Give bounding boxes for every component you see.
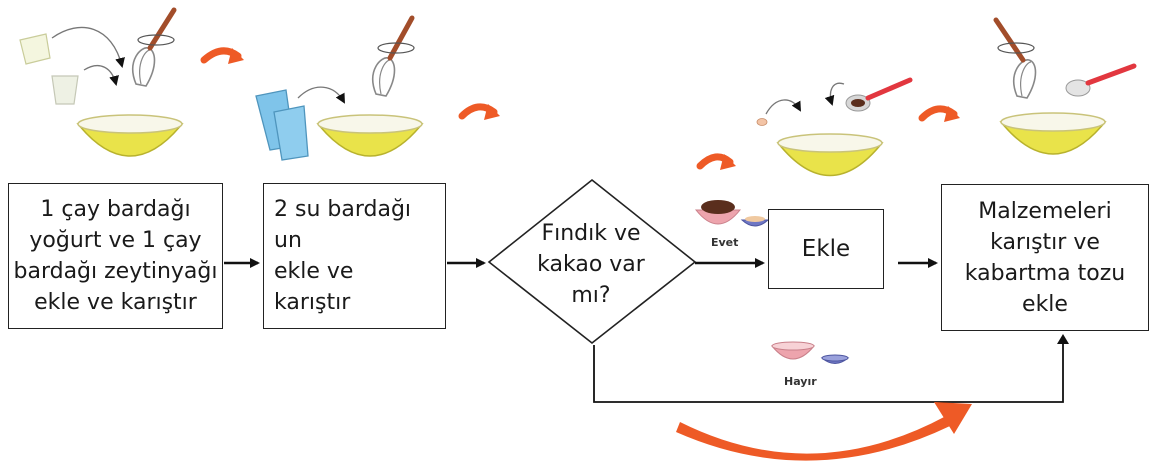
yes-label: Evet — [711, 236, 739, 249]
cocoa-bowl-icon — [694, 200, 742, 225]
empty-bowl-icon — [770, 341, 816, 360]
spoon-icon — [845, 77, 913, 112]
pour-arrow — [51, 26, 125, 68]
whisk-icon — [132, 7, 177, 87]
curved-orange-arrow-head — [228, 48, 244, 64]
big-orange-arrow-head — [934, 402, 972, 434]
whisk-icon — [993, 17, 1037, 99]
step-1-box: 1 çay bardağı yoğurt ve 1 çay bardağı ze… — [8, 183, 223, 329]
flow-arrow-no — [593, 339, 1064, 403]
curved-orange-arrow-head — [944, 106, 960, 122]
decision-label: Fındık ve kakao var mı? — [537, 221, 645, 308]
bowl-icon — [316, 114, 424, 157]
water-glass-icon — [255, 89, 309, 161]
nuts-bowl-icon — [740, 216, 770, 227]
curved-orange-arrow-head — [484, 104, 500, 120]
step-2-box: 2 su bardağı un ekle ve karıştır — [263, 183, 446, 329]
big-orange-arrow-icon — [676, 416, 950, 461]
decision-diamond — [487, 178, 697, 345]
whisk-icon — [372, 15, 415, 97]
pour-arrow — [824, 82, 845, 106]
add-box: Ekle — [768, 209, 884, 289]
curved-orange-arrow-head — [720, 154, 736, 170]
pour-arrow — [297, 86, 345, 104]
yogurt-cup-icon — [19, 33, 79, 105]
spoon-icon — [1065, 63, 1137, 97]
bowl-icon — [776, 133, 884, 177]
final-step-box: Malzemeleri karıştır ve kabartma tozu ek… — [941, 184, 1149, 331]
empty-bowl-icon — [820, 354, 850, 364]
no-label: Hayır — [784, 375, 817, 388]
bowl-icon — [76, 114, 184, 157]
pour-arrow — [83, 65, 119, 86]
flow-arrow-no-head — [1057, 334, 1069, 344]
nut-icon — [756, 118, 768, 126]
pour-arrow — [765, 99, 801, 115]
bowl-icon — [999, 112, 1107, 155]
